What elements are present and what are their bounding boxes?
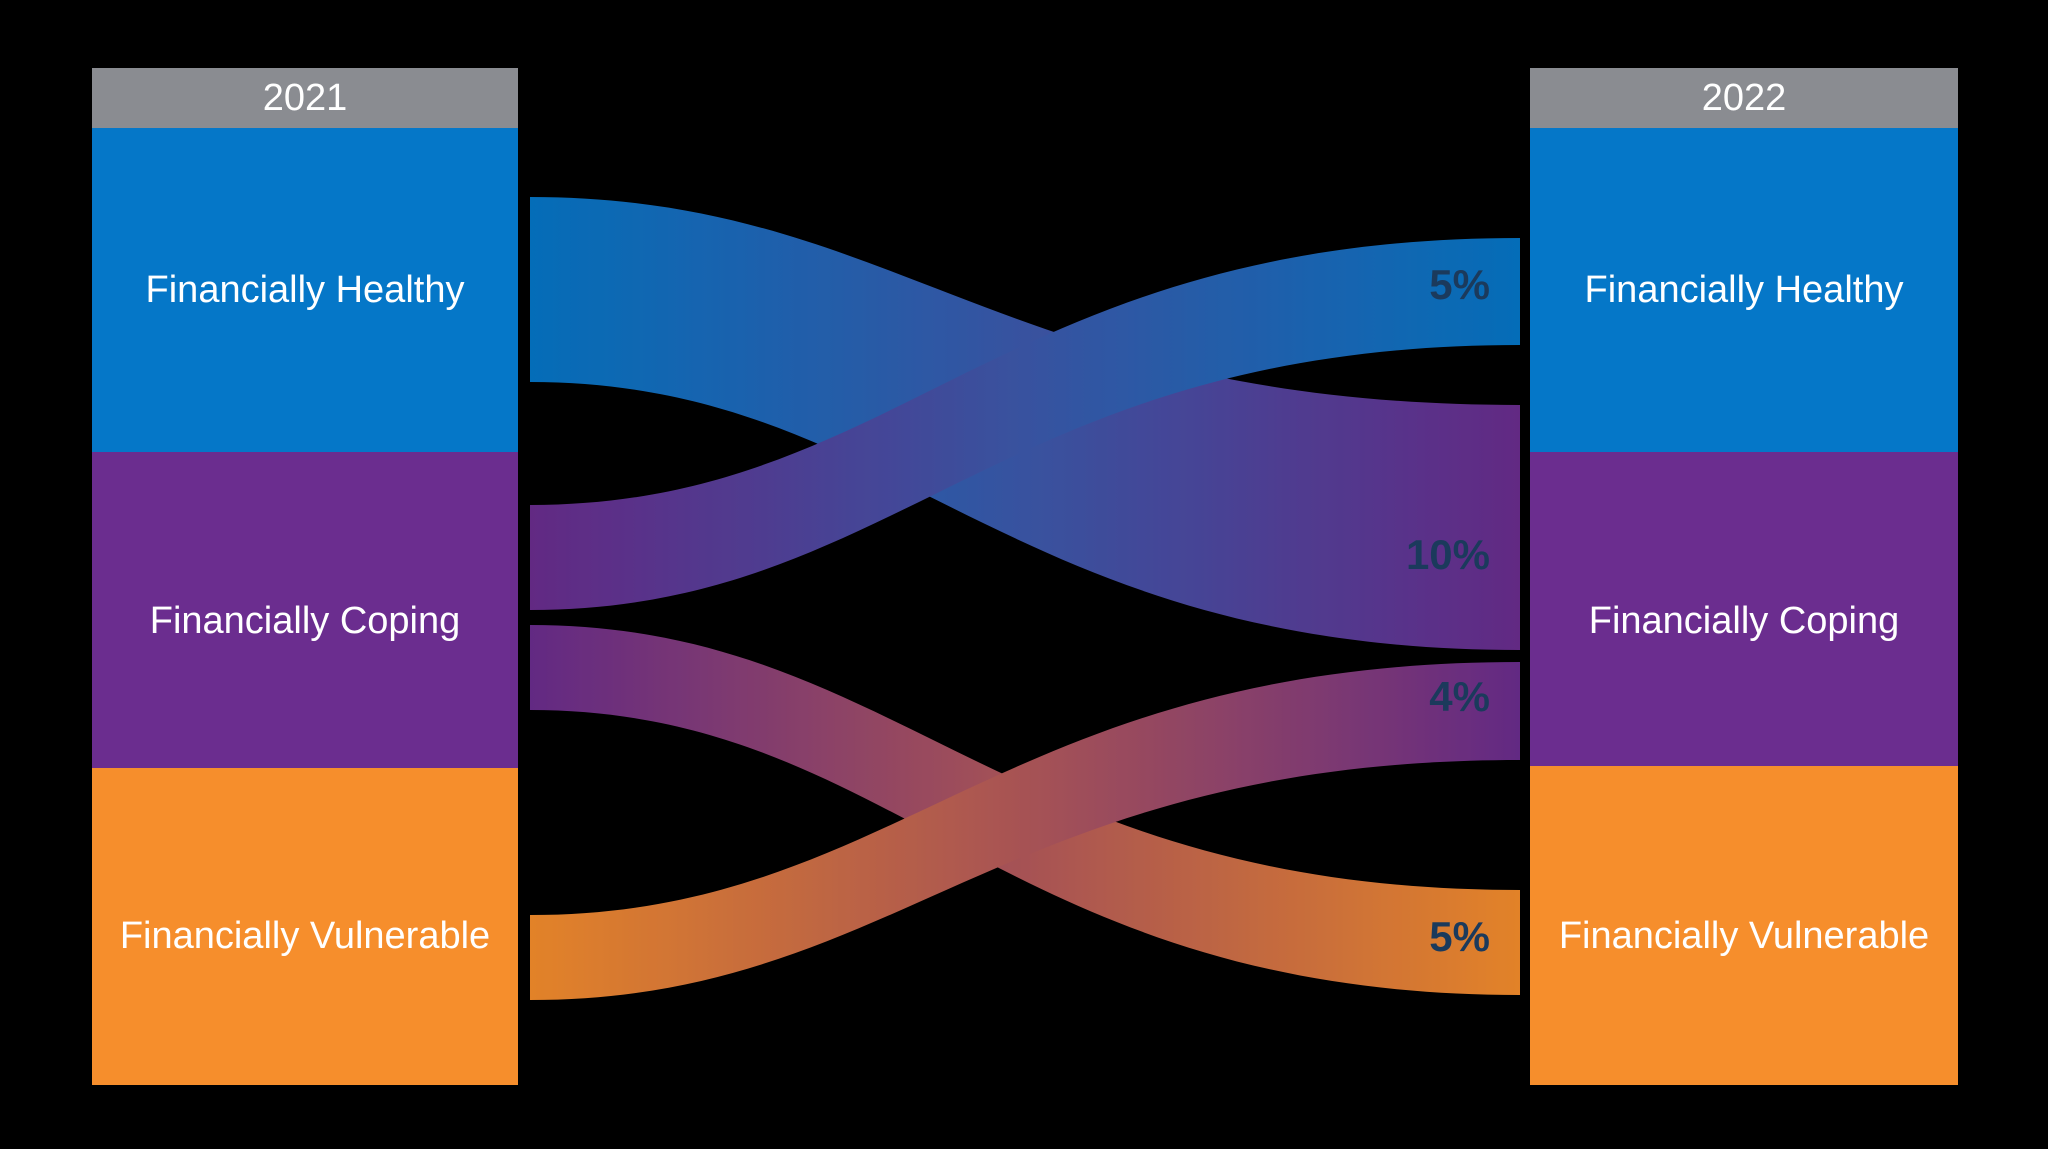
left-segment-healthy[interactable]: [92, 128, 518, 452]
left-column-header-bar: [92, 68, 518, 128]
left-segment-healthy-label: Financially Healthy: [146, 269, 465, 311]
right-column-header-bar: [1530, 68, 1958, 128]
left-segment-vulnerable[interactable]: [92, 768, 518, 1085]
left-column-header-label: 2021: [263, 77, 348, 119]
flow-value-labels: 5% 10% 4% 5%: [1406, 261, 1490, 960]
flow-label-coping-to-healthy: 5%: [1429, 261, 1490, 308]
right-segment-healthy-label: Financially Healthy: [1585, 269, 1904, 311]
flow-vulnerable-to-coping[interactable]: [530, 662, 1520, 1000]
flow-coping-to-healthy[interactable]: [530, 238, 1520, 610]
right-column-2022: 2022 Financially Healthy Financially Cop…: [1530, 68, 1958, 1085]
right-segment-vulnerable[interactable]: [1530, 766, 1958, 1085]
right-segment-vulnerable-label: Financially Vulnerable: [1559, 915, 1929, 957]
left-segment-vulnerable-label: Financially Vulnerable: [120, 915, 490, 957]
flow-label-vulnerable-to-coping: 4%: [1429, 673, 1490, 720]
right-segment-healthy[interactable]: [1530, 128, 1958, 452]
left-segment-coping-label: Financially Coping: [150, 600, 461, 642]
left-segment-coping[interactable]: [92, 452, 518, 768]
left-column-2021: 2021 Financially Healthy Financially Cop…: [92, 68, 518, 1085]
flow-label-healthy-to-coping: 10%: [1406, 531, 1490, 578]
flow-ribbons: [530, 197, 1520, 1000]
flow-label-coping-to-vulnerable: 5%: [1429, 913, 1490, 960]
right-segment-coping-label: Financially Coping: [1589, 600, 1900, 642]
right-segment-coping[interactable]: [1530, 452, 1958, 766]
right-column-header-label: 2022: [1702, 77, 1787, 119]
